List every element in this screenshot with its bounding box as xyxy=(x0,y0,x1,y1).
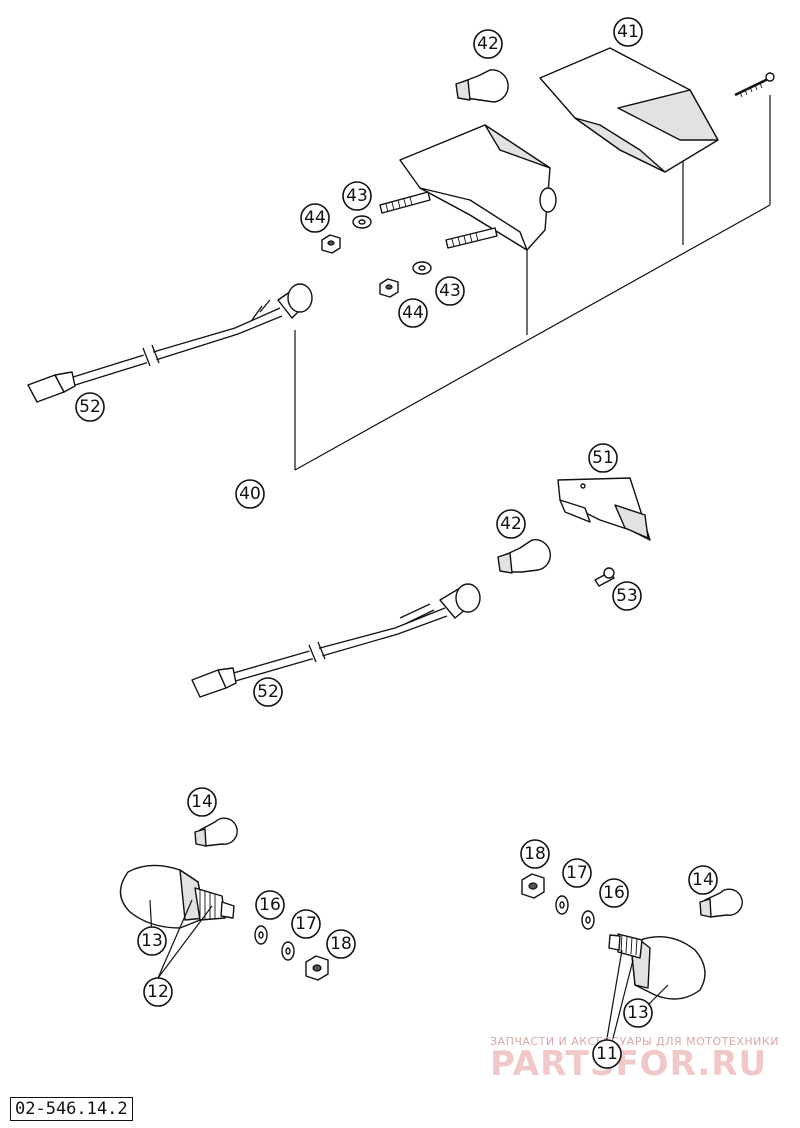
lens-screw xyxy=(734,72,775,98)
callout-41-label: 41 xyxy=(617,22,639,42)
watermark-caption: ЗАПЧАСТИ И АКСЕССУАРЫ ДЛЯ МОТОТЕХНИКИ xyxy=(490,1035,779,1048)
callout-16-left: 16 xyxy=(255,890,285,920)
callout-43-top: 43 xyxy=(342,181,372,211)
callout-43-mid: 43 xyxy=(435,276,465,306)
callout-12: 12 xyxy=(143,977,173,1007)
callout-13-left-label: 13 xyxy=(141,931,163,951)
watermark-brand: PARTSFOR.RU xyxy=(490,1044,767,1084)
callout-18-right-label: 18 xyxy=(524,844,546,864)
callout-14-right: 14 xyxy=(688,865,718,895)
callout-42-mid-label: 42 xyxy=(500,514,522,534)
left-washer-16 xyxy=(254,925,268,945)
callout-53: 53 xyxy=(612,581,642,611)
callout-13-left: 13 xyxy=(137,926,167,956)
callout-43-mid-label: 43 xyxy=(439,281,461,301)
callout-14-right-label: 14 xyxy=(692,870,714,890)
license-light-housing xyxy=(557,477,651,541)
callout-52-mid: 52 xyxy=(253,677,283,707)
middle-wire-harness xyxy=(191,583,481,698)
callout-44-top: 44 xyxy=(300,203,330,233)
top-washer-1 xyxy=(352,215,372,229)
housing-studs xyxy=(379,191,498,249)
callout-44-top-label: 44 xyxy=(304,208,326,228)
callout-51-label: 51 xyxy=(592,448,614,468)
callout-52-top-label: 52 xyxy=(79,397,101,417)
callout-17-right-label: 17 xyxy=(566,863,588,883)
callout-13-right-label: 13 xyxy=(627,1003,649,1023)
left-turn-bulb-icon xyxy=(194,817,238,847)
left-nut-18 xyxy=(305,955,329,981)
callout-51: 51 xyxy=(588,443,618,473)
top-nut-2 xyxy=(379,278,399,298)
diagram-code: 02-546.14.2 xyxy=(10,1097,133,1121)
watermark: ЗАПЧАСТИ И АКСЕССУАРЫ ДЛЯ МОТОТЕХНИКИ PA… xyxy=(490,1035,779,1084)
callout-18-left: 18 xyxy=(326,929,356,959)
tail-light-lens xyxy=(539,47,719,173)
right-nut-18 xyxy=(521,873,545,899)
top-wire-harness xyxy=(27,283,313,403)
callout-17-right: 17 xyxy=(562,858,592,888)
callout-40: 40 xyxy=(235,479,265,509)
callout-14-left-label: 14 xyxy=(191,792,213,812)
top-washer-2 xyxy=(412,261,432,275)
callout-18-right: 18 xyxy=(520,839,550,869)
left-lockwasher-17 xyxy=(281,941,295,961)
callout-44-mid-label: 44 xyxy=(402,303,424,323)
top-nut-1 xyxy=(321,234,341,254)
callout-16-right-label: 16 xyxy=(603,883,625,903)
callout-12-label: 12 xyxy=(147,982,169,1002)
tail-light-housing xyxy=(399,124,557,251)
callout-13-right: 13 xyxy=(623,998,653,1028)
license-screw xyxy=(594,567,615,587)
right-turn-bulb-icon xyxy=(699,888,743,918)
callout-43-top-label: 43 xyxy=(346,186,368,206)
callout-40-label: 40 xyxy=(239,484,261,504)
callout-17-left: 17 xyxy=(291,909,321,939)
callout-44-mid: 44 xyxy=(398,298,428,328)
callout-14-left: 14 xyxy=(187,787,217,817)
callout-41: 41 xyxy=(613,17,643,47)
callout-16-left-label: 16 xyxy=(259,895,281,915)
left-turn-signal xyxy=(119,864,235,929)
right-washer-16 xyxy=(581,910,595,930)
callout-11: 11 xyxy=(592,1039,622,1069)
callout-52-top: 52 xyxy=(75,392,105,422)
callout-18-left-label: 18 xyxy=(330,934,352,954)
callout-42-top-label: 42 xyxy=(477,34,499,54)
callout-11-label: 11 xyxy=(596,1044,618,1064)
callout-52-mid-label: 52 xyxy=(257,682,279,702)
callout-42-mid: 42 xyxy=(496,509,526,539)
callout-42-top: 42 xyxy=(473,29,503,59)
right-turn-signal xyxy=(608,933,706,1000)
callout-53-label: 53 xyxy=(616,586,638,606)
right-lockwasher-17 xyxy=(555,895,569,915)
callout-17-left-label: 17 xyxy=(295,914,317,934)
callout-16-right: 16 xyxy=(599,878,629,908)
tail-bulb-icon xyxy=(455,69,509,103)
license-bulb-icon xyxy=(497,539,551,574)
